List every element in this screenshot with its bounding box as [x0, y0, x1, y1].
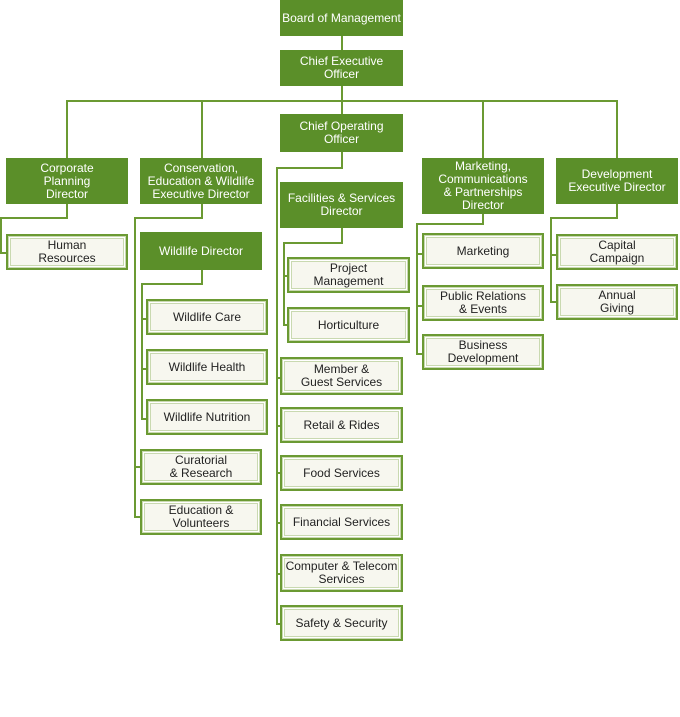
connector-line [276, 472, 282, 474]
connector-line [550, 254, 558, 256]
connector-line [416, 223, 484, 225]
member-guest-services-box: Member & Guest Services [280, 357, 403, 395]
development-director-box: Development Executive Director [556, 158, 678, 204]
connector-line [341, 152, 343, 168]
connector-line [276, 167, 343, 169]
safety-security-box: Safety & Security [280, 605, 403, 641]
connector-line [0, 217, 68, 219]
connector-line [201, 270, 203, 284]
business-development-box: Business Development [422, 334, 544, 370]
connector-line [550, 217, 618, 219]
facilities-director-box: Facilities & Services Director [280, 182, 403, 228]
wildlife-director-box: Wildlife Director [140, 232, 262, 270]
connector-line [416, 353, 424, 355]
connector-line [283, 242, 343, 244]
connector-line [134, 217, 136, 518]
connector-line [134, 466, 142, 468]
human-resources-box: Human Resources [6, 234, 128, 270]
conservation-director-box: Conservation, Education & Wildlife Execu… [140, 158, 262, 204]
connector-line [66, 100, 617, 102]
connector-line [141, 283, 143, 420]
connector-line [141, 368, 147, 370]
connector-line [416, 253, 424, 255]
connector-line [276, 573, 282, 575]
connector-line [416, 305, 424, 307]
connector-line [616, 204, 618, 218]
connector-line [0, 217, 2, 254]
connector-line [276, 425, 282, 427]
corporate-planning-director-box: Corporate Planning Director [6, 158, 128, 204]
wildlife-health-box: Wildlife Health [146, 349, 268, 385]
connector-line [482, 214, 484, 224]
public-relations-events-box: Public Relations & Events [422, 285, 544, 321]
marketing-box: Marketing [422, 233, 544, 269]
annual-giving-box: Annual Giving [556, 284, 678, 320]
connector-line [66, 100, 68, 158]
curatorial-research-box: Curatorial & Research [140, 449, 262, 485]
project-management-box: Project Management [287, 257, 410, 293]
connector-line [550, 217, 552, 303]
connector-line [283, 324, 289, 326]
connector-line [416, 223, 418, 355]
wildlife-nutrition-box: Wildlife Nutrition [146, 399, 268, 435]
connector-line [141, 283, 203, 285]
marketing-director-box: Marketing, Communications & Partnerships… [422, 158, 544, 214]
connector-line [276, 522, 282, 524]
financial-services-box: Financial Services [280, 504, 403, 540]
connector-line [134, 217, 203, 219]
wildlife-care-box: Wildlife Care [146, 299, 268, 335]
connector-line [276, 377, 282, 379]
connector-line [341, 228, 343, 244]
connector-line [276, 623, 282, 625]
connector-line [283, 242, 285, 326]
capital-campaign-box: Capital Campaign [556, 234, 678, 270]
connector-line [276, 167, 278, 625]
connector-line [341, 36, 343, 50]
retail-rides-box: Retail & Rides [280, 407, 403, 443]
connector-line [341, 86, 343, 122]
food-services-box: Food Services [280, 455, 403, 491]
connector-line [283, 275, 289, 277]
computer-telecom-services-box: Computer & Telecom Services [280, 554, 403, 592]
horticulture-box: Horticulture [287, 307, 410, 343]
education-volunteers-box: Education & Volunteers [140, 499, 262, 535]
connector-line [141, 418, 147, 420]
connector-line [201, 100, 203, 158]
coo-box: Chief Operating Officer [280, 114, 403, 152]
connector-line [482, 100, 484, 158]
connector-line [550, 301, 558, 303]
connector-line [141, 318, 147, 320]
ceo-box: Chief Executive Officer [280, 50, 403, 86]
connector-line [66, 204, 68, 218]
connector-line [134, 516, 142, 518]
connector-line [0, 252, 8, 254]
board-of-management-box: Board of Management [280, 0, 403, 36]
connector-line [201, 204, 203, 218]
connector-line [616, 100, 618, 158]
